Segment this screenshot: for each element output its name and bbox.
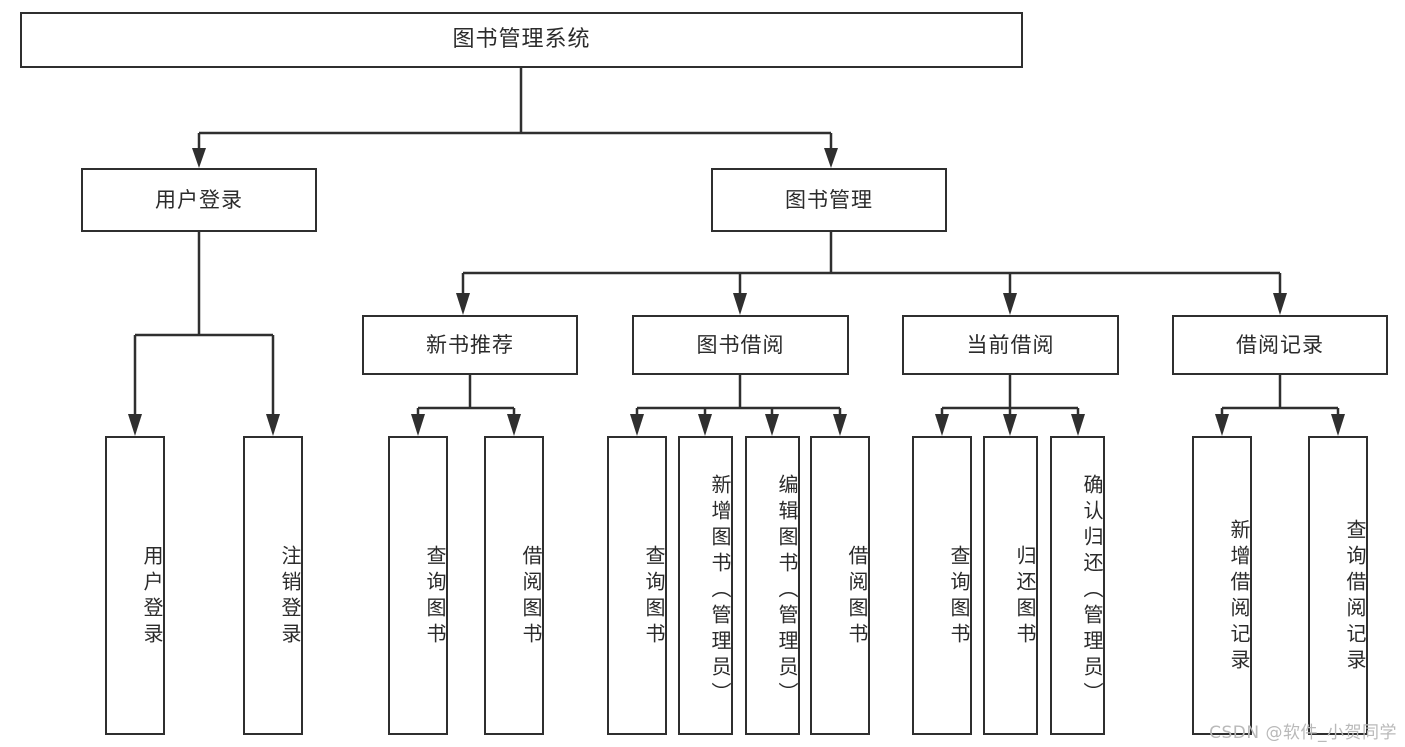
node-label: 新增借阅记录 (1227, 518, 1251, 675)
leaf-book-borrow-edit[interactable]: 编辑图书（管理员） (745, 436, 800, 735)
node-label: 当前借阅 (966, 332, 1055, 357)
node-label: 新增图书（管理员） (708, 473, 732, 708)
node-label: 注销登录 (278, 544, 302, 649)
leaf-book-borrow-add[interactable]: 新增图书（管理员） (678, 436, 733, 735)
node-label: 查询图书 (642, 544, 666, 649)
node-label: 查询图书 (423, 544, 447, 649)
node-label: 借阅图书 (519, 544, 543, 649)
leaf-user-login-logout[interactable]: 注销登录 (243, 436, 303, 735)
node-root-system[interactable]: 图书管理系统 (20, 12, 1023, 68)
node-label: 确认归还（管理员） (1080, 473, 1104, 708)
leaf-new-book-borrow[interactable]: 借阅图书 (484, 436, 544, 735)
leaf-book-borrow-query[interactable]: 查询图书 (607, 436, 667, 735)
node-label: 归还图书 (1013, 544, 1037, 649)
node-book-management[interactable]: 图书管理 (711, 168, 947, 232)
leaf-new-book-query[interactable]: 查询图书 (388, 436, 448, 735)
leaf-current-borrow-query[interactable]: 查询图书 (912, 436, 972, 735)
leaf-book-borrow-borrow[interactable]: 借阅图书 (810, 436, 870, 735)
node-borrow-record[interactable]: 借阅记录 (1172, 315, 1388, 375)
node-user-login[interactable]: 用户登录 (81, 168, 317, 232)
node-book-borrow[interactable]: 图书借阅 (632, 315, 849, 375)
node-label: 借阅记录 (1236, 332, 1324, 357)
node-label: 用户登录 (140, 544, 164, 649)
node-label: 借阅图书 (845, 544, 869, 649)
node-current-borrow[interactable]: 当前借阅 (902, 315, 1119, 375)
leaf-borrow-record-query[interactable]: 查询借阅记录 (1308, 436, 1368, 735)
leaf-borrow-record-add[interactable]: 新增借阅记录 (1192, 436, 1252, 735)
node-label: 图书管理 (785, 187, 873, 212)
leaf-current-borrow-confirm-return[interactable]: 确认归还（管理员） (1050, 436, 1105, 735)
node-label: 查询借阅记录 (1343, 518, 1367, 675)
node-new-book-recommend[interactable]: 新书推荐 (362, 315, 578, 375)
leaf-current-borrow-return[interactable]: 归还图书 (983, 436, 1038, 735)
node-label: 新书推荐 (426, 332, 514, 357)
csdn-watermark: CSDN @软件_小贺同学 (1209, 723, 1397, 743)
node-label: 图书管理系统 (452, 27, 591, 53)
node-label: 用户登录 (155, 187, 243, 212)
node-label: 查询图书 (947, 544, 971, 649)
leaf-user-login-login[interactable]: 用户登录 (105, 436, 165, 735)
node-label: 编辑图书（管理员） (775, 473, 799, 708)
node-label: 图书借阅 (696, 332, 785, 357)
